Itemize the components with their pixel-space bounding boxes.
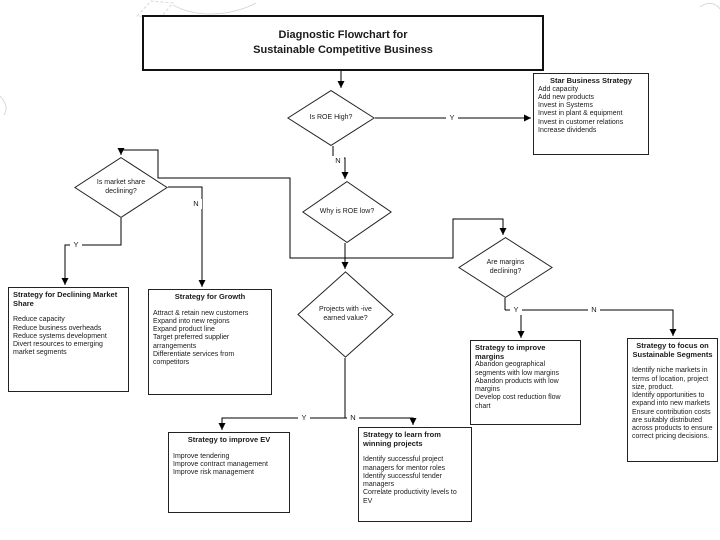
- diamond-shape: [74, 157, 168, 218]
- box-title: Star Business Strategy: [549, 76, 633, 85]
- box-title: Strategy for Growth: [174, 292, 246, 301]
- box-title: Strategy to focus on Sustainable Segment…: [632, 341, 713, 359]
- edge-label-projects-no: N: [347, 413, 359, 423]
- box-title: Strategy to improve margins: [475, 343, 546, 361]
- decision-label: Are margins declining?: [486, 259, 525, 275]
- box-strategy-learn-winning-projects: Strategy to learn from winning projects …: [358, 427, 472, 522]
- faint-sketch: [0, 0, 720, 116]
- decision-market-share-declining: Is market share declining?: [74, 157, 168, 218]
- box-items: Attract & retain new customers Expand in…: [153, 309, 249, 367]
- box-title: Strategy to learn from winning projects: [363, 430, 441, 448]
- box-strategy-for-growth: Strategy for Growth Attract & retain new…: [148, 289, 272, 395]
- decision-why-roe-low: Why is ROE low?: [302, 181, 392, 243]
- decision-projects-negative-ev: Projects with -ive earned value?: [297, 271, 394, 358]
- box-items: Abandon geographical segments with low m…: [475, 361, 561, 410]
- edge-label-margins-yes: Y: [510, 305, 522, 315]
- flowchart-title: Diagnostic Flowchart for Sustainable Com…: [142, 15, 544, 71]
- box-strategy-improve-ev: Strategy to improve EV Improve tendering…: [168, 432, 290, 513]
- box-items: Improve tendering Improve contract manag…: [173, 452, 268, 477]
- box-items: Identify niche markets in terms of locat…: [632, 367, 713, 441]
- box-items: Add capacity Add new products Invest in …: [538, 85, 624, 134]
- box-title: Strategy for Declining Market Share: [13, 290, 118, 308]
- box-strategy-declining-market-share: Strategy for Declining Market Share Redu…: [8, 287, 129, 392]
- diamond-shape: [287, 90, 375, 146]
- diamond-shape: [297, 271, 394, 358]
- decision-margins-declining: Are margins declining?: [458, 237, 553, 298]
- edge-label-roe-high-no: N: [332, 156, 344, 166]
- decision-label: Why is ROE low?: [319, 207, 375, 215]
- box-items: Reduce capacity Reduce business overhead…: [13, 316, 107, 357]
- box-items: Identify successful project managers for…: [363, 456, 457, 505]
- box-star-business-strategy: Star Business Strategy Add capacity Add …: [533, 73, 649, 155]
- edge-label-roe-high-yes: Y: [446, 113, 458, 123]
- box-strategy-improve-margins: Strategy to improve margins Abandon geog…: [470, 340, 581, 425]
- edge-label-market-share-no: N: [190, 199, 202, 209]
- box-title: Strategy to improve EV: [187, 435, 271, 444]
- diamond-shape: [458, 237, 553, 298]
- diamond-shape: [302, 181, 392, 243]
- decision-label: Is ROE High?: [309, 113, 353, 121]
- decision-label: Projects with -ive earned value?: [319, 306, 372, 322]
- box-strategy-sustainable-segments: Strategy to focus on Sustainable Segment…: [627, 338, 718, 462]
- edge-label-margins-no: N: [588, 305, 600, 315]
- decision-is-roe-high: Is ROE High?: [287, 90, 375, 146]
- decision-label: Is market share declining?: [96, 179, 146, 195]
- edge-label-projects-yes: Y: [298, 413, 310, 423]
- edge-label-market-share-yes: Y: [70, 240, 82, 250]
